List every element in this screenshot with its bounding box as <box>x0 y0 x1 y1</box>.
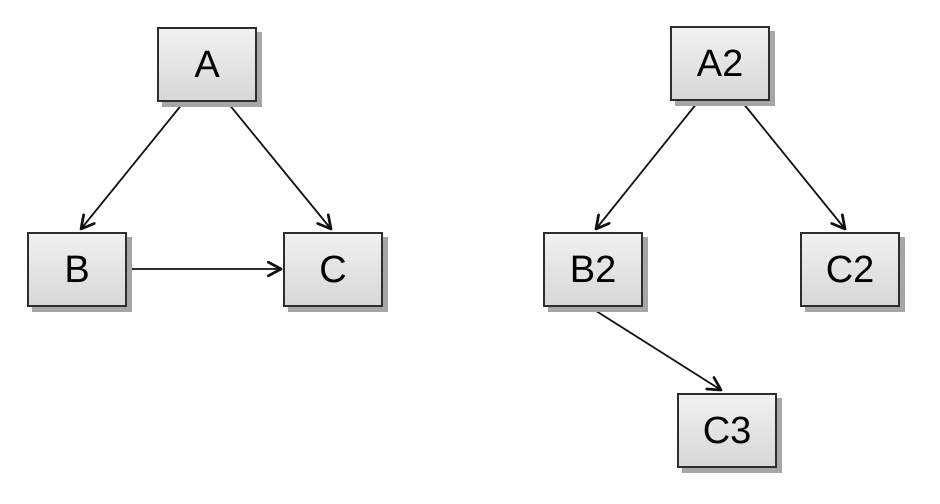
node-B2[interactable]: B2 <box>543 232 643 307</box>
node-A2[interactable]: A2 <box>670 26 770 101</box>
node-label: A2 <box>696 42 744 85</box>
node-label: C <box>319 248 347 291</box>
node-label: A <box>194 43 220 86</box>
node-label: B <box>64 248 90 291</box>
node-C3[interactable]: C3 <box>677 393 777 468</box>
edge-A-B <box>81 102 184 229</box>
node-B[interactable]: B <box>27 232 127 307</box>
node-label: C2 <box>825 248 875 291</box>
node-C[interactable]: C <box>283 232 383 307</box>
node-A[interactable]: A <box>157 27 257 102</box>
edge-A2-C2 <box>742 102 845 229</box>
edge-B2-C3 <box>592 308 721 390</box>
node-C2[interactable]: C2 <box>800 232 900 307</box>
edge-A2-B2 <box>596 102 698 229</box>
node-label: B2 <box>569 248 617 291</box>
edge-A-C <box>227 102 331 229</box>
node-label: C3 <box>702 409 752 452</box>
